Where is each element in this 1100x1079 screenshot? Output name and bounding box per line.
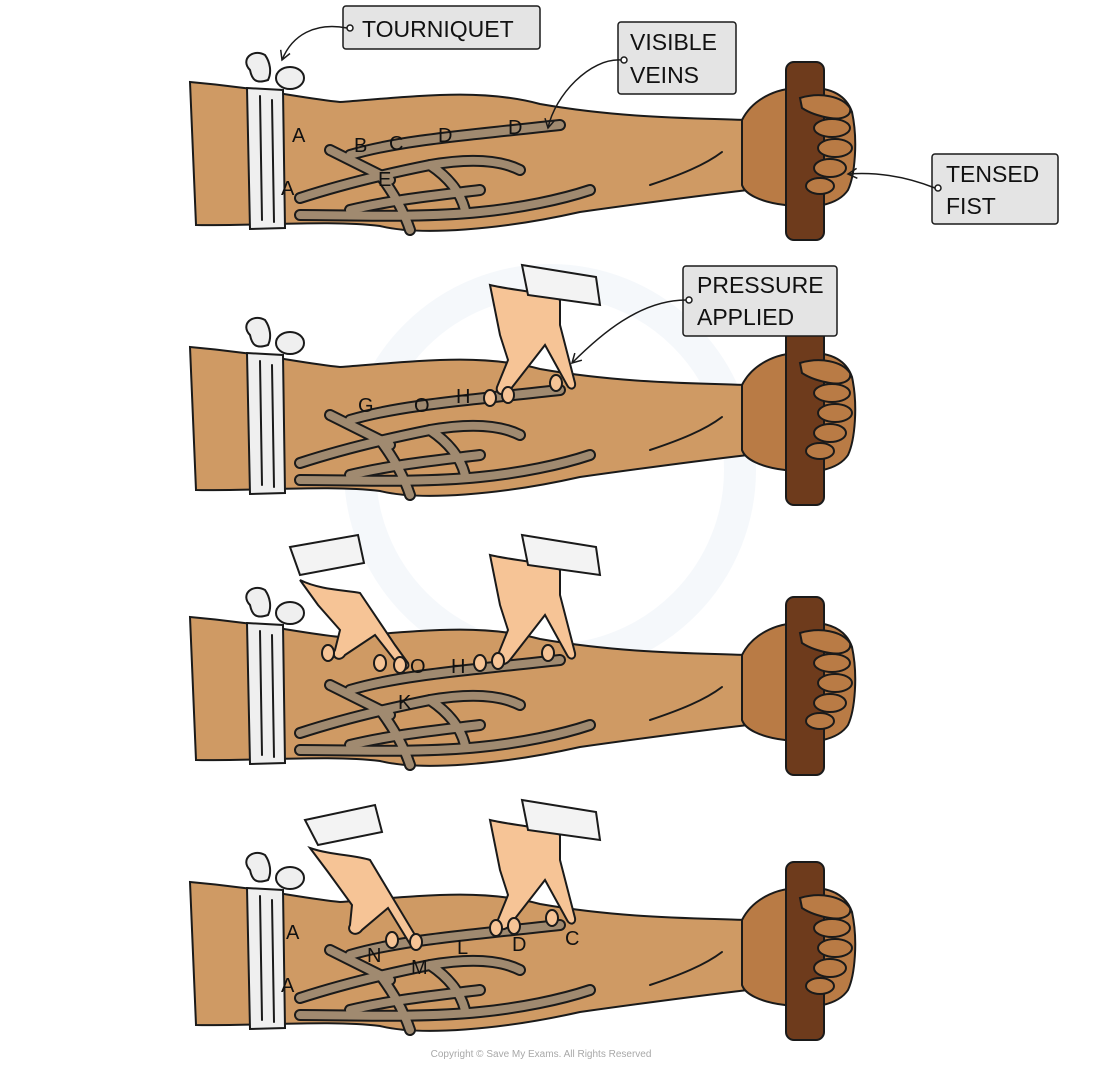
callout-label: VISIBLE	[630, 29, 717, 55]
vein-label: A	[281, 975, 295, 997]
vein-label: A	[292, 125, 306, 147]
skin-crease	[649, 151, 723, 186]
clenched-fist	[741, 596, 857, 776]
vein-label: H	[451, 656, 465, 678]
vein-network	[294, 654, 596, 771]
vein-label: C	[389, 133, 403, 155]
pressing-hand-right	[488, 798, 602, 937]
vein-label: A	[286, 922, 300, 944]
tourniquet	[245, 51, 305, 231]
skin-crease	[649, 416, 723, 451]
pressing-hand	[483, 263, 602, 407]
callout-tensed-fist: TENSED FIST	[846, 153, 1059, 225]
clenched-fist	[741, 326, 857, 506]
arm-panel-2: G O H PRESSURE APPLIED	[188, 263, 857, 506]
vein-labels: A B C D D A E	[281, 117, 522, 200]
vein-label: M	[411, 957, 428, 979]
callout-label: PRESSURE	[697, 272, 824, 298]
clenched-fist	[741, 861, 857, 1041]
arm-panel-4: A N M L D C A	[188, 798, 857, 1041]
vein-network	[294, 919, 596, 1036]
tourniquet	[245, 851, 305, 1031]
callout-label: APPLIED	[697, 304, 794, 330]
pressing-hand-left	[288, 533, 410, 674]
callout-pressure-applied: PRESSURE APPLIED	[570, 265, 838, 365]
arm-panel-3: O H K	[188, 533, 857, 776]
vein-label: O	[414, 395, 430, 417]
vein-labels: O H K	[398, 656, 465, 714]
copyright-notice: Copyright © Save My Exams. All Rights Re…	[431, 1049, 652, 1060]
vein-label: D	[508, 117, 522, 139]
skin-crease	[649, 951, 723, 986]
vein-label: A	[281, 178, 295, 200]
vein-labels: A N M L D C A	[281, 922, 579, 997]
vein-label: N	[367, 945, 381, 967]
arm-panel-1: A B C D D A E TOURNIQUET VISIBLE VEINS T…	[188, 5, 1059, 241]
tourniquet	[245, 586, 305, 766]
callout-label: TOURNIQUET	[362, 16, 514, 42]
callout-visible-veins: VISIBLE VEINS	[544, 21, 737, 130]
vein-label: C	[565, 928, 579, 950]
vein-label: L	[457, 937, 468, 959]
pressing-hand-left	[303, 803, 423, 951]
callout-label: TENSED	[946, 161, 1039, 187]
vein-label: D	[438, 125, 452, 147]
skin-crease	[649, 686, 723, 721]
vein-label: O	[410, 656, 426, 678]
callout-label: VEINS	[630, 62, 699, 88]
clenched-fist	[741, 61, 857, 241]
vein-labels: G O H	[358, 386, 470, 417]
callout-tourniquet: TOURNIQUET	[279, 5, 541, 62]
vein-network	[294, 119, 596, 236]
vein-label: E	[378, 169, 391, 191]
pressing-hand-right	[473, 533, 602, 672]
vein-label: G	[358, 395, 374, 417]
callout-label: FIST	[946, 193, 996, 219]
vein-network	[294, 384, 596, 501]
vein-label: K	[398, 692, 412, 714]
vein-label: H	[456, 386, 470, 408]
vein-label: D	[512, 934, 526, 956]
tourniquet	[245, 316, 305, 496]
vein-label: B	[354, 135, 367, 157]
